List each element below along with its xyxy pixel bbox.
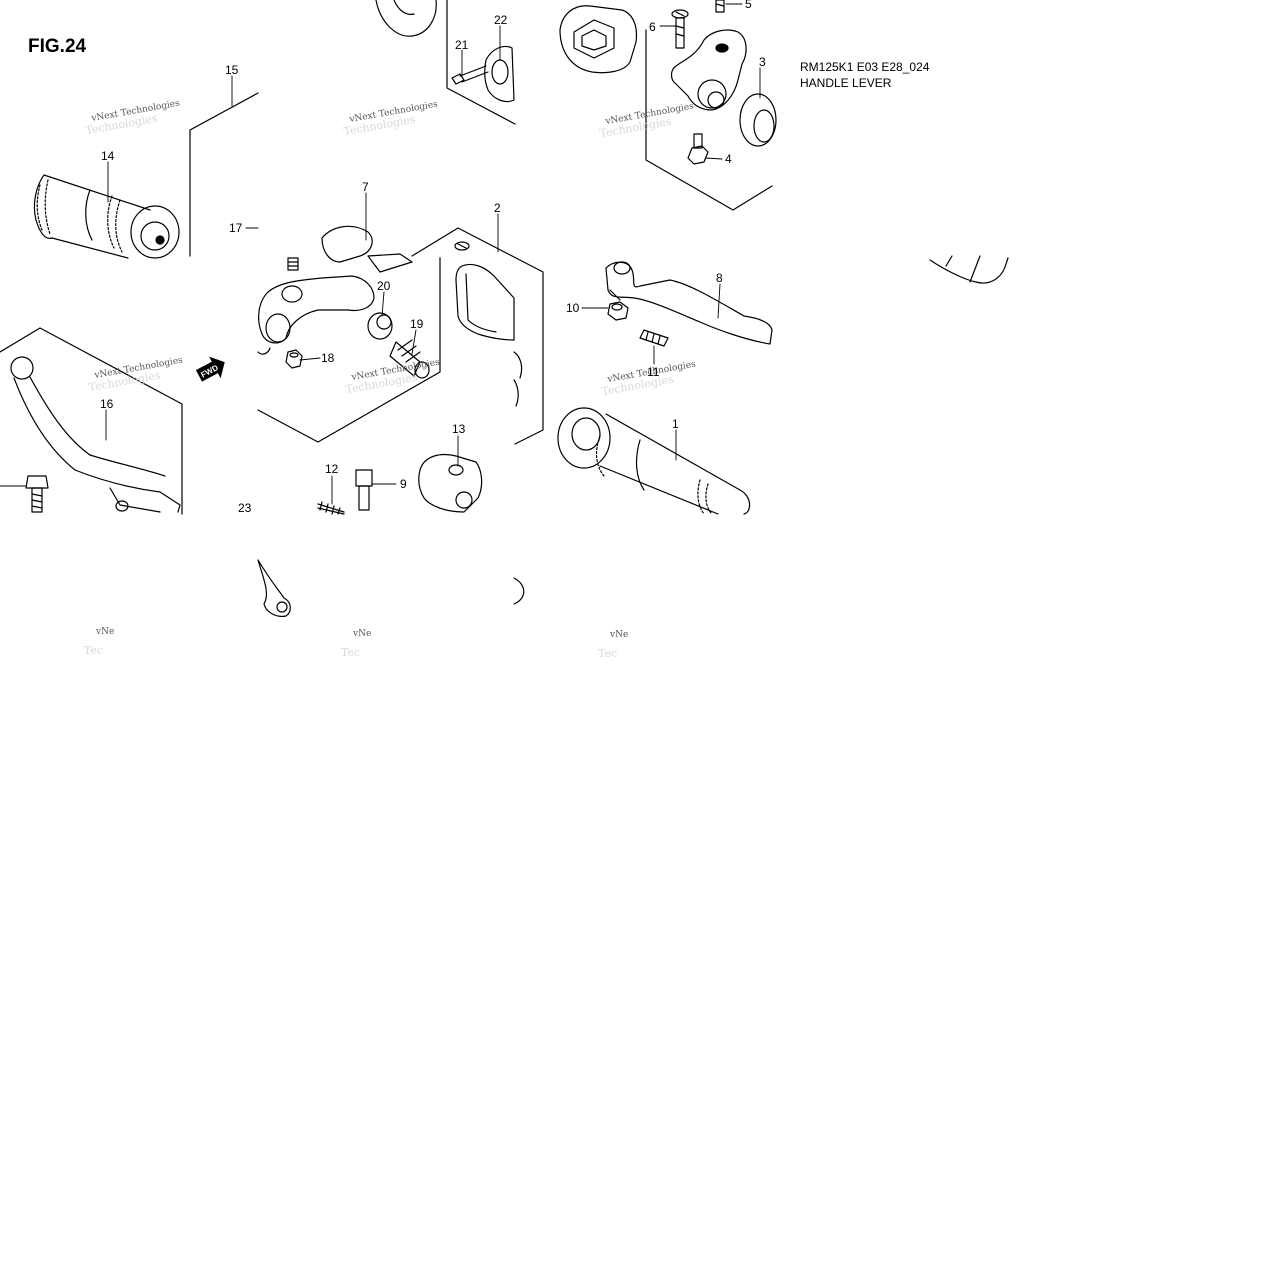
- nut-18: [285, 349, 303, 369]
- lever-tip-lower: [257, 559, 291, 617]
- callout-3: 3: [759, 55, 766, 69]
- callout-13: 13: [452, 422, 466, 436]
- watermark-fragment-ghost: Tec: [341, 646, 360, 659]
- assembly-outlines: [0, 0, 773, 515]
- callout-1: 1: [672, 417, 679, 431]
- reference-name: HANDLE LEVER: [800, 76, 892, 90]
- disk-top: [375, 0, 437, 37]
- clamp-3: [739, 93, 777, 147]
- switch-22: [484, 45, 515, 103]
- cover-2: [455, 263, 523, 407]
- callout-5: 5: [745, 0, 752, 11]
- fwd-arrow-icon: FWD: [195, 356, 225, 382]
- callout-8: 8: [716, 271, 723, 285]
- callout-12: 12: [325, 462, 339, 476]
- screw-6: [671, 9, 689, 49]
- bracket-3: [670, 29, 747, 111]
- callout-23: 23: [238, 501, 252, 515]
- watermarks: Technologies vNext Technologies Technolo…: [84, 99, 697, 660]
- lever-16: [10, 356, 181, 513]
- watermark-fragment: vNe: [609, 630, 628, 640]
- watermark-fragment-ghost: Tec: [84, 644, 103, 657]
- bolt-near-16: [25, 475, 49, 513]
- adjuster-19: [389, 339, 430, 379]
- arc-fragment: [513, 577, 525, 605]
- callout-21: 21: [455, 38, 469, 52]
- callout-17: 17: [229, 221, 243, 235]
- callout-9: 9: [400, 477, 407, 491]
- watermark-fragment-ghost: Tec: [598, 647, 617, 660]
- callout-4: 4: [725, 152, 732, 166]
- reference-code: RM125K1 E03 E28_024: [800, 60, 930, 74]
- callout-19: 19: [410, 317, 424, 331]
- callout-15: 15: [225, 63, 239, 77]
- callout-22: 22: [494, 13, 508, 27]
- bolt-21: [451, 65, 489, 85]
- bolt-4: [687, 133, 709, 165]
- reference-block: RM125K1 E03 E28_024 HANDLE LEVER: [800, 59, 929, 91]
- watermark-fragment: vNe: [95, 627, 114, 637]
- grip-1: [557, 407, 751, 515]
- callout-16: 16: [100, 397, 114, 411]
- leader-lines: [0, 3, 761, 505]
- callout-11: 11: [647, 365, 660, 379]
- locknut-20: [367, 312, 393, 340]
- figure-title: FIG.24: [28, 36, 87, 57]
- spring-12: [317, 501, 345, 515]
- callout-2: 2: [494, 201, 501, 215]
- clutch-holder-7: [257, 225, 413, 355]
- bolt-11: [639, 329, 669, 347]
- watermark-fragment: vNe: [352, 629, 371, 639]
- callout-20: 20: [377, 279, 391, 293]
- bolt-5: [715, 0, 725, 13]
- lever-end-right: [929, 255, 1009, 284]
- throttle-housing: [559, 5, 638, 74]
- holder-13: [418, 453, 483, 513]
- callouts: 15 14 17 16 23 7 20 19 18 2 21 22 5 6 3 …: [100, 0, 766, 515]
- callout-18: 18: [321, 351, 335, 365]
- setscrew-top: [287, 257, 299, 271]
- screw-near-2: [454, 241, 470, 251]
- callout-14: 14: [101, 149, 115, 163]
- grip-14: [33, 174, 180, 259]
- lever-8: [605, 261, 773, 345]
- callout-6: 6: [649, 20, 656, 34]
- bolt-9: [355, 469, 373, 511]
- nut-10: [607, 301, 629, 321]
- callout-10: 10: [566, 301, 580, 315]
- callout-7: 7: [362, 180, 369, 194]
